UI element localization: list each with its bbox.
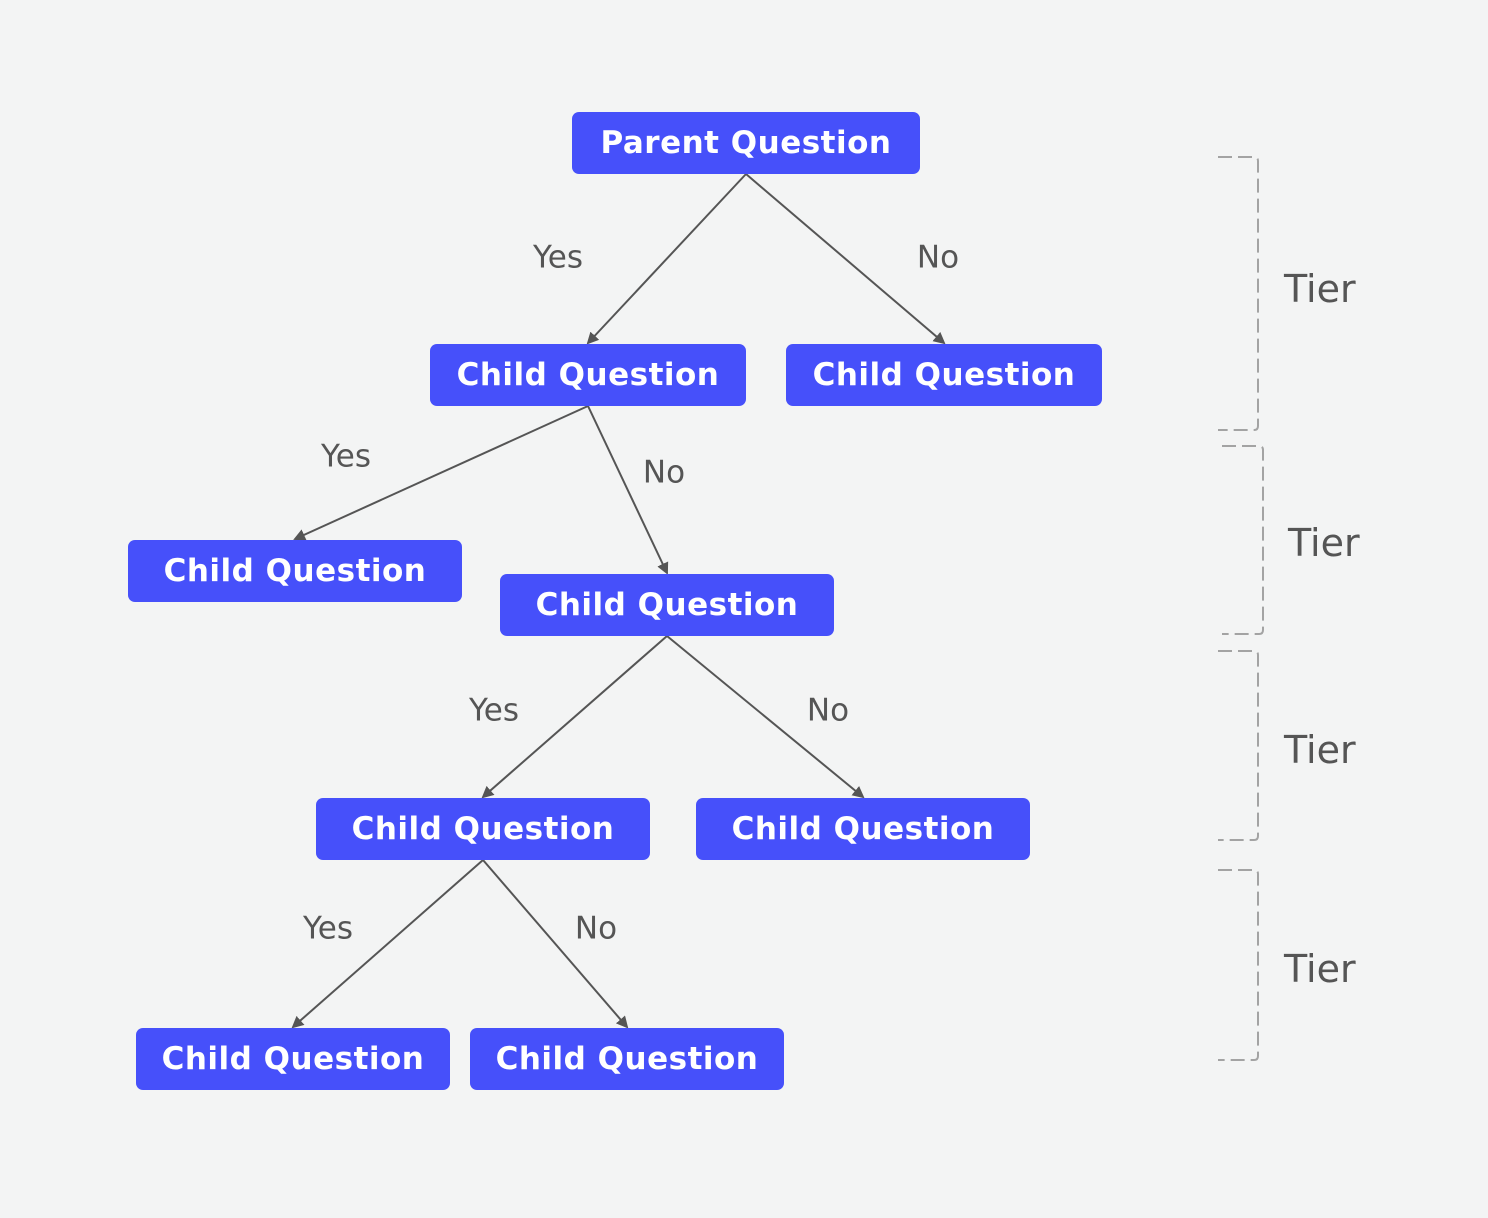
tier-bracket-3: [1218, 650, 1259, 841]
tier-bracket-2: [1222, 445, 1264, 635]
child-question-node[interactable]: Child Question: [696, 798, 1030, 860]
edge-c1-to-c3: [293, 405, 589, 541]
edge-parent-to-c1: [586, 173, 747, 345]
child-question-node[interactable]: Child Question: [136, 1028, 450, 1090]
child-question-node[interactable]: Child Question: [470, 1028, 784, 1090]
tier-label-4: Tier: [1284, 947, 1356, 991]
edge-label-yes: Yes: [320, 438, 372, 475]
child-question-node[interactable]: Child Question: [128, 540, 462, 602]
edge-label-no: No: [642, 454, 686, 491]
tier-label-1: Tier: [1284, 267, 1356, 311]
edges-layer: [291, 173, 946, 1029]
edge-label-yes: Yes: [302, 910, 354, 947]
edge-label-no: No: [916, 239, 960, 276]
child-question-node[interactable]: Child Question: [500, 574, 834, 636]
tier-label-3: Tier: [1284, 728, 1356, 772]
edge-c4-to-c5: [481, 635, 668, 799]
edge-c1-to-c4: [587, 405, 669, 575]
child-question-node[interactable]: Child Question: [316, 798, 650, 860]
edge-label-yes: Yes: [468, 692, 520, 729]
edge-parent-to-c2: [745, 173, 946, 345]
tier-label-2: Tier: [1288, 521, 1360, 565]
edge-label-no: No: [574, 910, 618, 947]
parent-question-node[interactable]: Parent Question: [572, 112, 920, 174]
edge-c5-to-c8: [482, 859, 629, 1029]
tier-bracket-4: [1218, 869, 1259, 1061]
child-question-node[interactable]: Child Question: [430, 344, 746, 406]
edge-label-yes: Yes: [532, 239, 584, 276]
edge-c4-to-c6: [666, 635, 865, 799]
edge-label-no: No: [806, 692, 850, 729]
tier-bracket-1: [1218, 156, 1259, 431]
child-question-node[interactable]: Child Question: [786, 344, 1102, 406]
edge-c5-to-c7: [291, 859, 484, 1029]
tier-brackets-layer: [1218, 156, 1264, 1061]
